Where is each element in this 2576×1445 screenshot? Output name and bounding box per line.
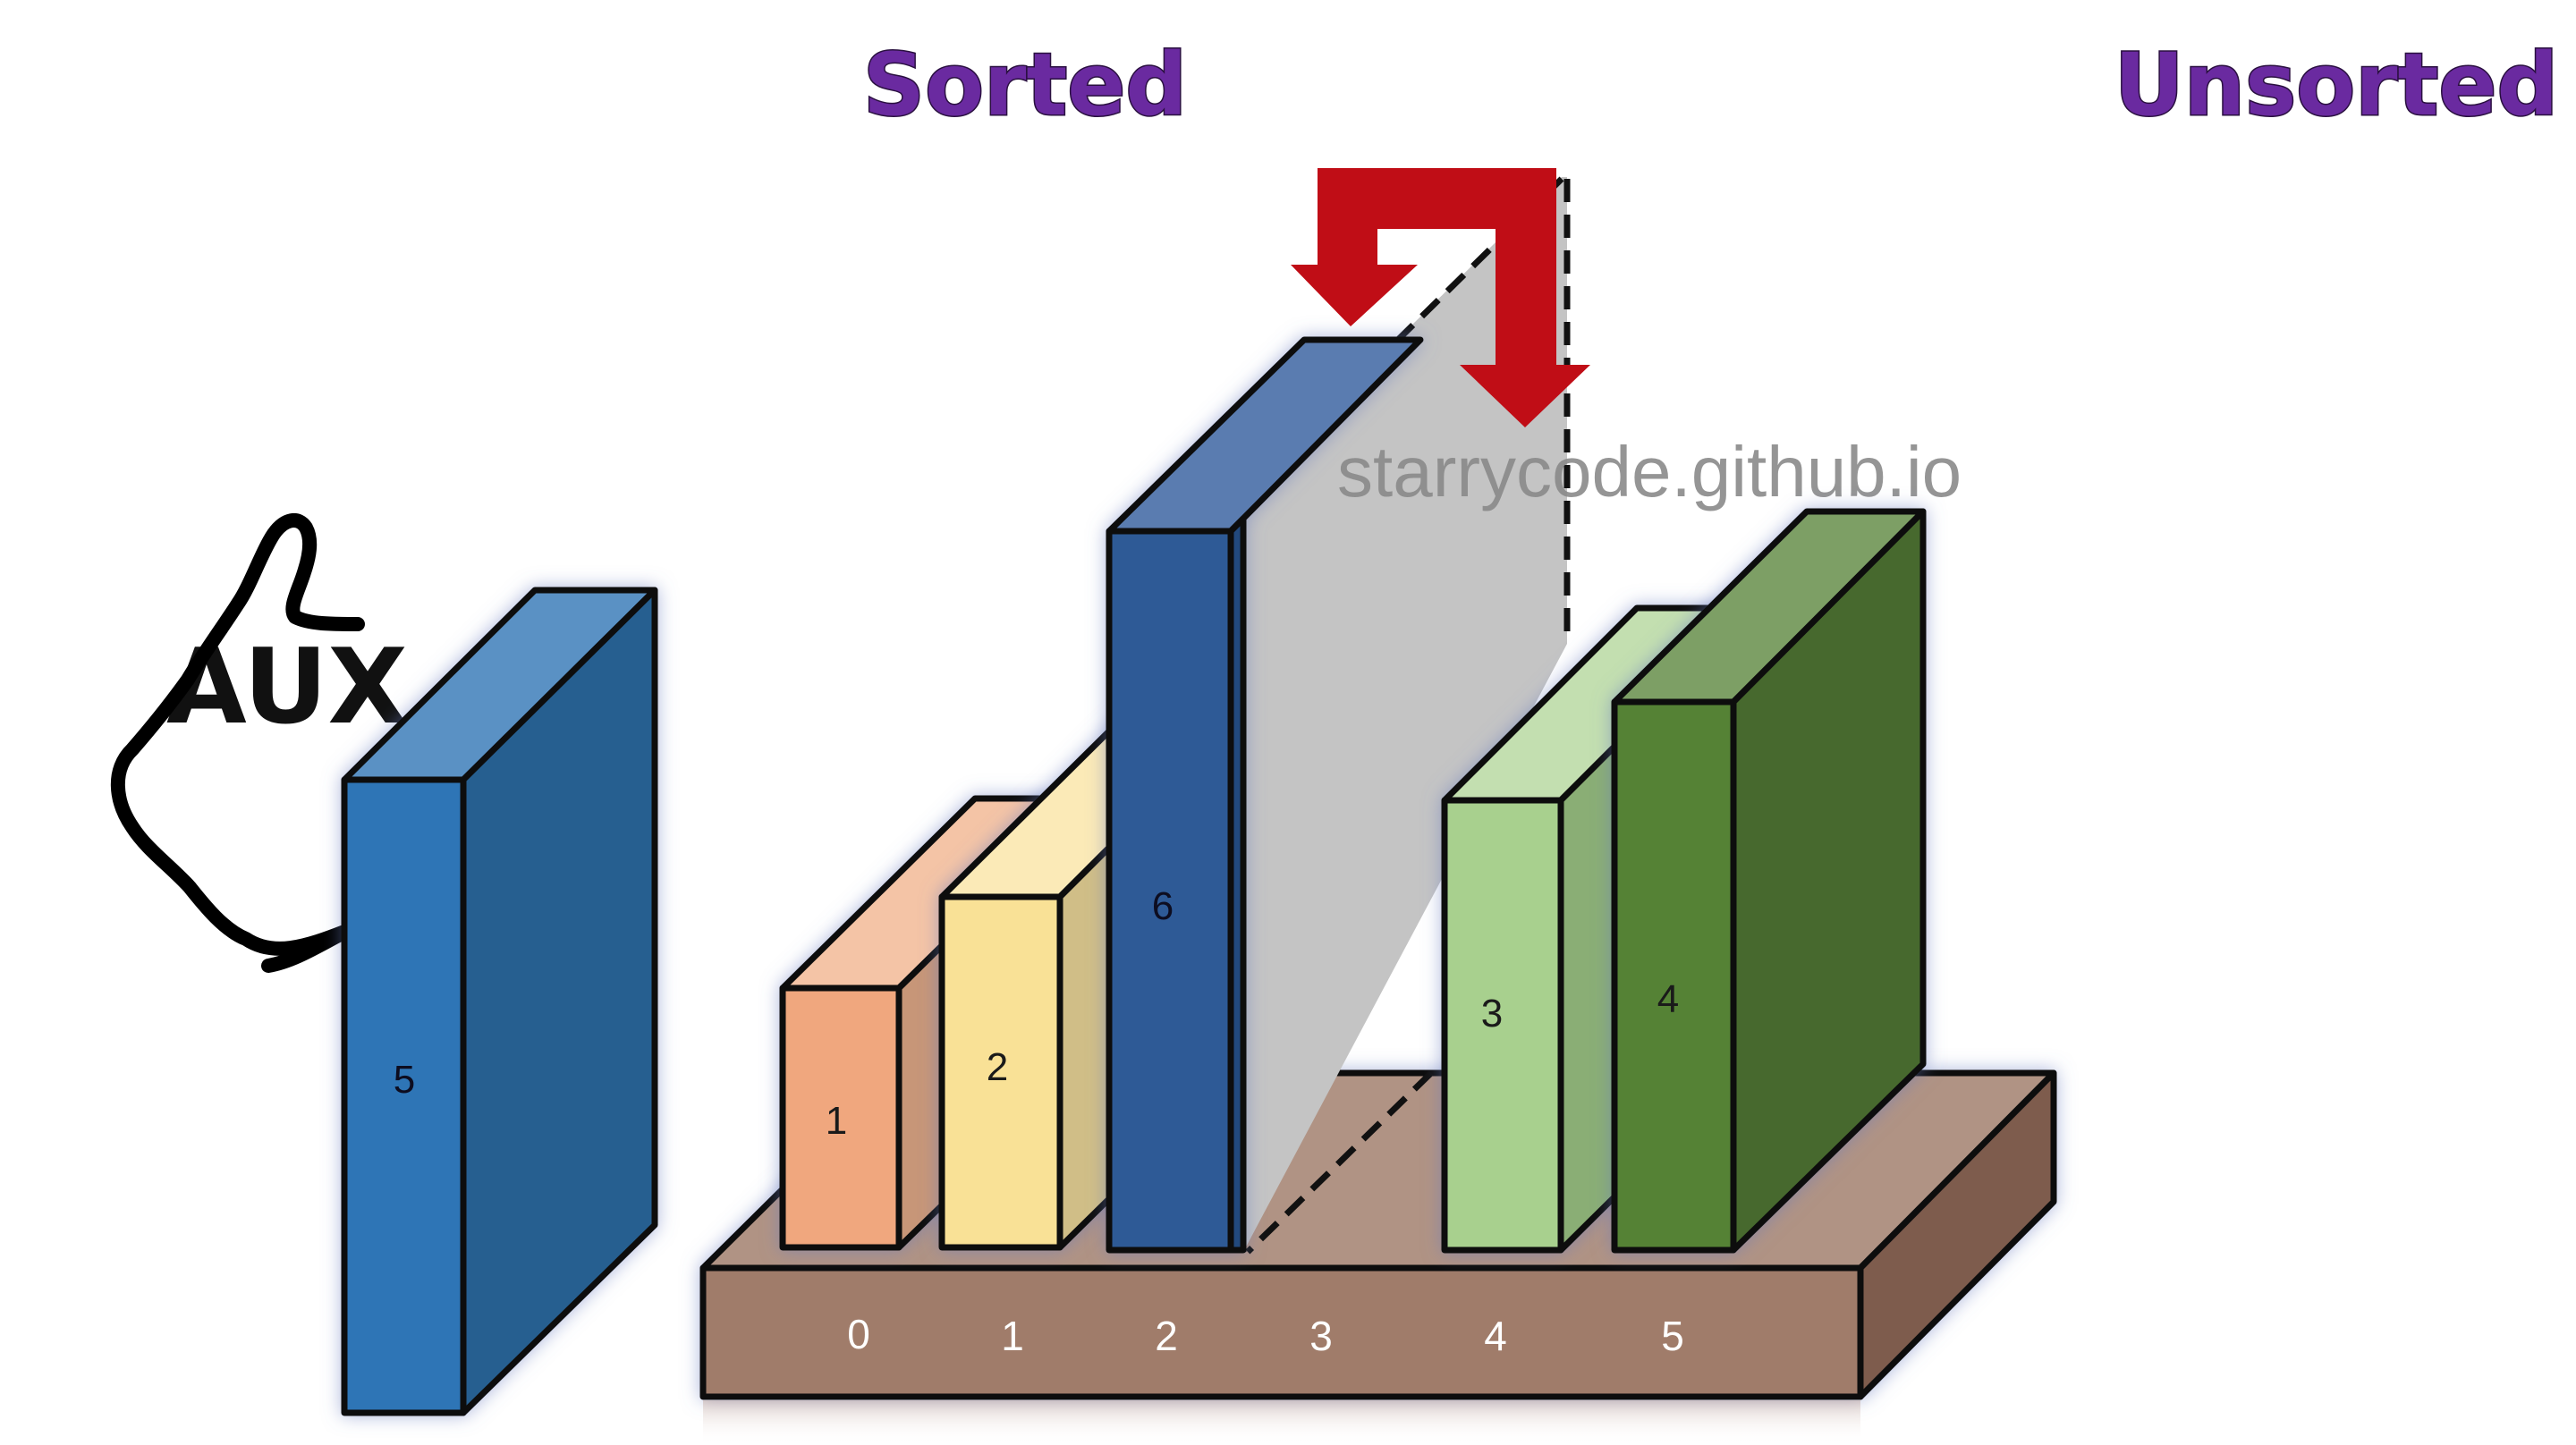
block-value: 6 [1152, 884, 1174, 928]
index-label: 0 [847, 1311, 870, 1357]
block-value: 4 [1657, 977, 1679, 1021]
base-reflection [703, 1400, 1860, 1445]
aux-block-value: 5 [394, 1058, 415, 1102]
array-block [1611, 508, 1927, 1254]
aux-block [341, 587, 658, 1416]
array-block-moving [1106, 336, 1424, 1254]
unsorted-heading: Unsorted [2114, 35, 2558, 135]
index-label: 3 [1309, 1313, 1333, 1359]
u-turn-arrow-icon [1291, 168, 1590, 427]
hand-icon [110, 513, 365, 956]
array-indices: 0 1 2 3 4 5 [847, 1311, 1684, 1359]
index-label: 1 [1001, 1313, 1024, 1359]
index-label: 4 [1484, 1313, 1507, 1359]
sorted-heading: Sorted [863, 35, 1187, 135]
block-value: 3 [1481, 992, 1503, 1035]
block-value: 1 [826, 1099, 847, 1143]
index-label: 5 [1661, 1313, 1684, 1359]
block-value: 2 [987, 1045, 1008, 1089]
watermark: starrycode.github.io [1337, 432, 1962, 511]
index-label: 2 [1155, 1313, 1178, 1359]
hand-icon [261, 923, 356, 973]
